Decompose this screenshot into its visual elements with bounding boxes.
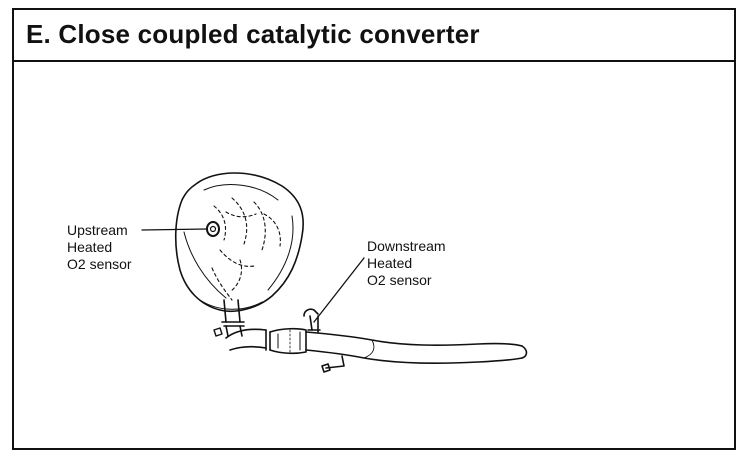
downstream-label-line-2: Heated (367, 255, 413, 271)
figure-title: E. Close coupled catalytic converter (26, 19, 480, 49)
downpipe (213, 299, 245, 337)
downstream-label: Downstream Heated O2 sensor (367, 238, 446, 289)
figure-frame: E. Close coupled catalytic converter (12, 8, 736, 450)
upstream-label-line-2: Heated (67, 239, 113, 255)
title-bar: E. Close coupled catalytic converter (14, 10, 734, 62)
upstream-label: Upstream Heated O2 sensor (67, 222, 132, 273)
manifold-housing (174, 172, 304, 312)
manifold-runners (211, 197, 281, 301)
upstream-sensor (206, 221, 220, 237)
downstream-label-line-1: Downstream (367, 238, 446, 254)
upstream-label-line-3: O2 sensor (67, 256, 132, 272)
upstream-label-line-1: Upstream (67, 222, 128, 238)
downstream-label-line-3: O2 sensor (367, 272, 432, 288)
exhaust-pipe (225, 327, 528, 373)
upstream-leader-line (141, 228, 208, 231)
downstream-leader-line (313, 257, 365, 323)
downstream-sensor (303, 308, 321, 333)
